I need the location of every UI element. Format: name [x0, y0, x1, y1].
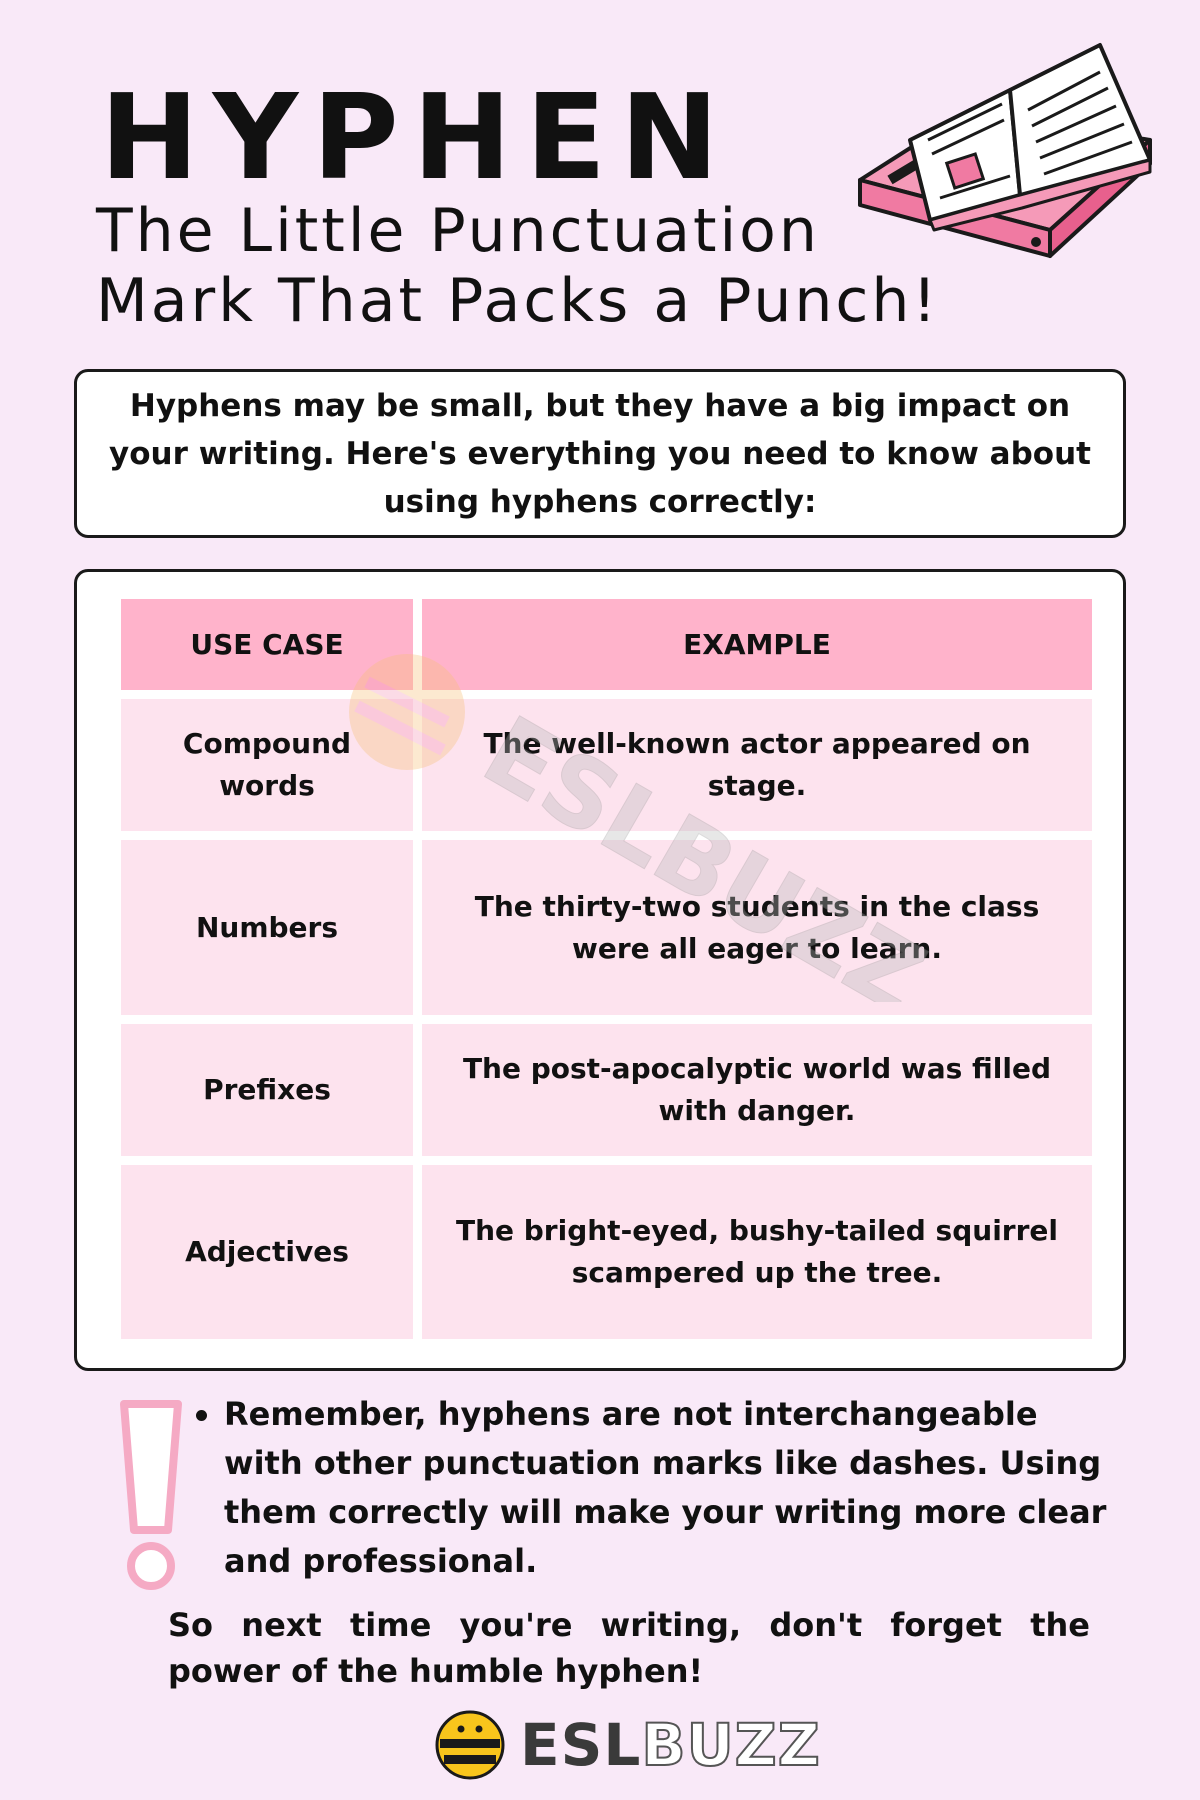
table-grid: USE CASE EXAMPLE Compound words The well… — [121, 599, 1092, 1348]
use-case-cell: Adjectives — [121, 1165, 413, 1339]
table-header-row: USE CASE EXAMPLE — [121, 599, 1092, 690]
exclamation-icon — [120, 1400, 182, 1590]
example-cell: The post-apocalyptic world was filled wi… — [422, 1024, 1092, 1156]
use-case-cell: Numbers — [121, 840, 413, 1015]
closing-text: So next time you're writing, don't forge… — [168, 1606, 1090, 1690]
bee-icon — [435, 1710, 505, 1780]
header-example: EXAMPLE — [422, 599, 1092, 690]
table-row: Prefixes The post-apocalyptic world was … — [121, 1024, 1092, 1156]
page-subtitle: The Little Punctuation Mark That Packs a… — [96, 196, 956, 336]
intro-text: Hyphens may be small, but they have a bi… — [109, 387, 1091, 520]
page-title: HYPHEN — [100, 68, 733, 206]
open-book-icon — [858, 43, 1152, 258]
header-use-case: USE CASE — [121, 599, 413, 690]
reminder-bullet: Remember, hyphens are not interchangeabl… — [224, 1395, 1107, 1580]
table-row: Numbers The thirty-two students in the c… — [121, 840, 1092, 1015]
bullet-dot — [196, 1410, 207, 1421]
example-cell: The bright-eyed, bushy-tailed squirrel s… — [422, 1165, 1092, 1339]
intro-box: Hyphens may be small, but they have a bi… — [74, 369, 1126, 538]
table-row: Compound words The well-known actor appe… — [121, 699, 1092, 831]
logo-text-buzz: BUZZ — [640, 1710, 821, 1780]
example-cell: The thirty-two students in the class wer… — [422, 840, 1092, 1015]
logo-text-esl: ESL — [520, 1711, 642, 1779]
subtitle-line-1: The Little Punctuation — [96, 196, 820, 266]
subtitle-line-2: Mark That Packs a Punch! — [96, 266, 940, 336]
usage-table: USE CASE EXAMPLE Compound words The well… — [74, 569, 1126, 1371]
eslbuzz-logo: ESL BUZZ — [434, 1705, 821, 1785]
use-case-cell: Compound words — [121, 699, 413, 831]
table-row: Adjectives The bright-eyed, bushy-tailed… — [121, 1165, 1092, 1339]
example-cell: The well-known actor appeared on stage. — [422, 699, 1092, 831]
use-case-cell: Prefixes — [121, 1024, 413, 1156]
